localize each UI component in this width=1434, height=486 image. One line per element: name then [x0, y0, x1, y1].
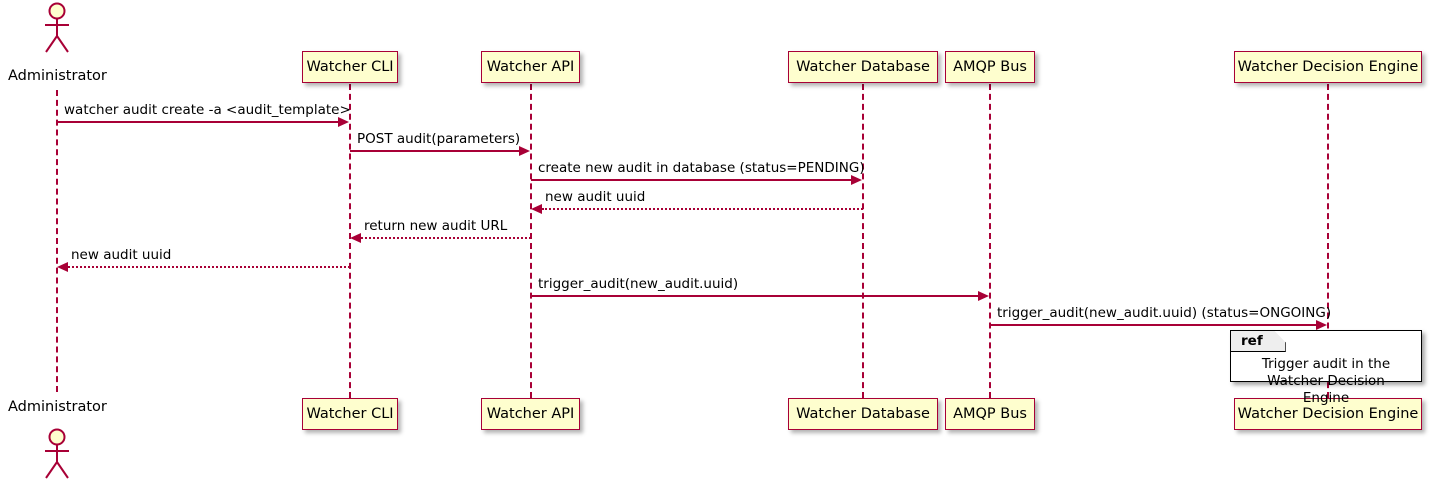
message-label-7: trigger_audit(new_audit.uuid)	[538, 276, 739, 292]
lifeline-amqp-bus	[989, 84, 991, 398]
participant-watcher-database-top[interactable]: Watcher Database	[788, 51, 938, 83]
ref-fragment-body: Trigger audit in the Watcher Decision En…	[1231, 353, 1421, 407]
ref-fragment-tag: ref	[1231, 331, 1286, 352]
message-label-8: trigger_audit(new_audit.uuid) (status=ON…	[997, 305, 1332, 321]
message-arrowhead-6	[57, 262, 68, 272]
message-label-1: watcher audit create -a <audit_template>	[64, 102, 351, 118]
message-label-5: return new audit URL	[364, 218, 508, 234]
participant-watcher-decision-engine-bottom[interactable]: Watcher Decision Engine	[1234, 398, 1422, 430]
actor-label-administrator-bottom: Administrator	[8, 399, 107, 415]
message-label-3: create new audit in database (status=PEN…	[538, 160, 865, 176]
participant-watcher-api-top[interactable]: Watcher API	[481, 51, 580, 83]
message-arrowhead-7	[978, 291, 989, 301]
participant-watcher-cli-bottom[interactable]: Watcher CLI	[302, 398, 398, 430]
participant-watcher-database-bottom[interactable]: Watcher Database	[788, 398, 938, 430]
lifeline-watcher-api	[530, 84, 532, 398]
message-arrowhead-1	[338, 117, 349, 127]
participant-watcher-cli-top[interactable]: Watcher CLI	[302, 51, 398, 83]
message-arrowhead-2	[519, 146, 530, 156]
lifeline-administrator	[56, 90, 58, 392]
message-arrowhead-3	[851, 175, 862, 185]
ref-fragment-line-1: Trigger audit in the	[1261, 356, 1391, 372]
lifeline-watcher-database	[862, 84, 864, 398]
message-line-7	[531, 295, 979, 297]
actor-administrator-bottom	[40, 428, 74, 479]
message-label-6: new audit uuid	[71, 247, 172, 263]
message-arrowhead-5	[350, 233, 361, 243]
message-arrowhead-8	[1316, 320, 1327, 330]
message-label-2: POST audit(parameters)	[357, 131, 521, 147]
message-arrowhead-4	[531, 204, 542, 214]
message-label-4: new audit uuid	[545, 189, 646, 205]
lifeline-watcher-decision-engine	[1327, 84, 1329, 398]
message-line-5	[361, 237, 531, 239]
participant-amqp-bus-top[interactable]: AMQP Bus	[945, 51, 1035, 83]
actor-administrator-top	[40, 2, 74, 53]
message-line-4	[542, 208, 863, 210]
participant-watcher-decision-engine-top[interactable]: Watcher Decision Engine	[1234, 51, 1422, 83]
message-line-8	[990, 324, 1317, 326]
message-line-6	[68, 266, 350, 268]
participant-amqp-bus-bottom[interactable]: AMQP Bus	[945, 398, 1035, 430]
ref-fragment[interactable]: ref Trigger audit in the Watcher Decisio…	[1230, 330, 1422, 406]
actor-label-administrator-top: Administrator	[8, 68, 107, 84]
message-line-3	[531, 179, 852, 181]
participant-watcher-api-bottom[interactable]: Watcher API	[481, 398, 580, 430]
message-line-1	[57, 121, 339, 123]
message-line-2	[350, 150, 520, 152]
ref-fragment-line-2: Watcher Decision Engine	[1267, 373, 1385, 406]
